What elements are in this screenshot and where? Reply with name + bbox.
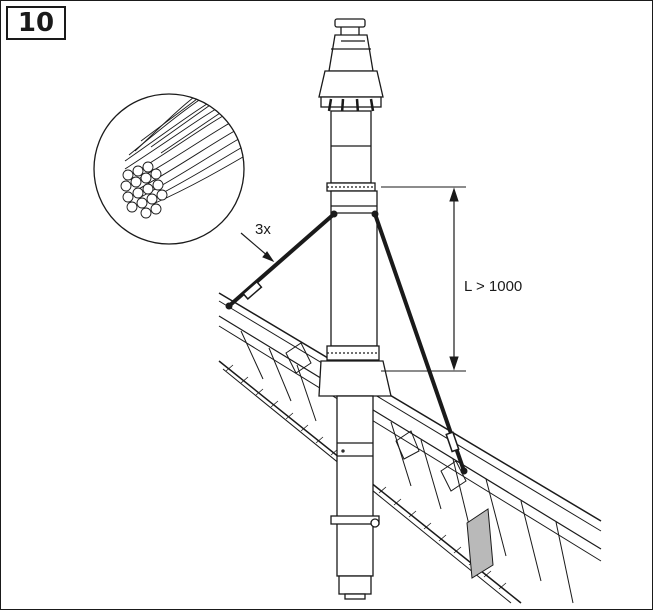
cable-cross-section-icon xyxy=(93,93,245,245)
pitched-roof-tiles-icon xyxy=(218,292,602,604)
step-number-badge: 10 xyxy=(6,6,66,40)
vertical-flue-terminal-icon xyxy=(318,18,392,600)
cable-pointer-arrow xyxy=(240,232,275,263)
length-dimension xyxy=(381,186,466,372)
length-dimension-label: L > 1000 xyxy=(464,278,523,295)
cable-count-label: 3x xyxy=(255,221,271,238)
roof-flashing xyxy=(466,508,494,579)
guy-wires xyxy=(225,210,468,475)
